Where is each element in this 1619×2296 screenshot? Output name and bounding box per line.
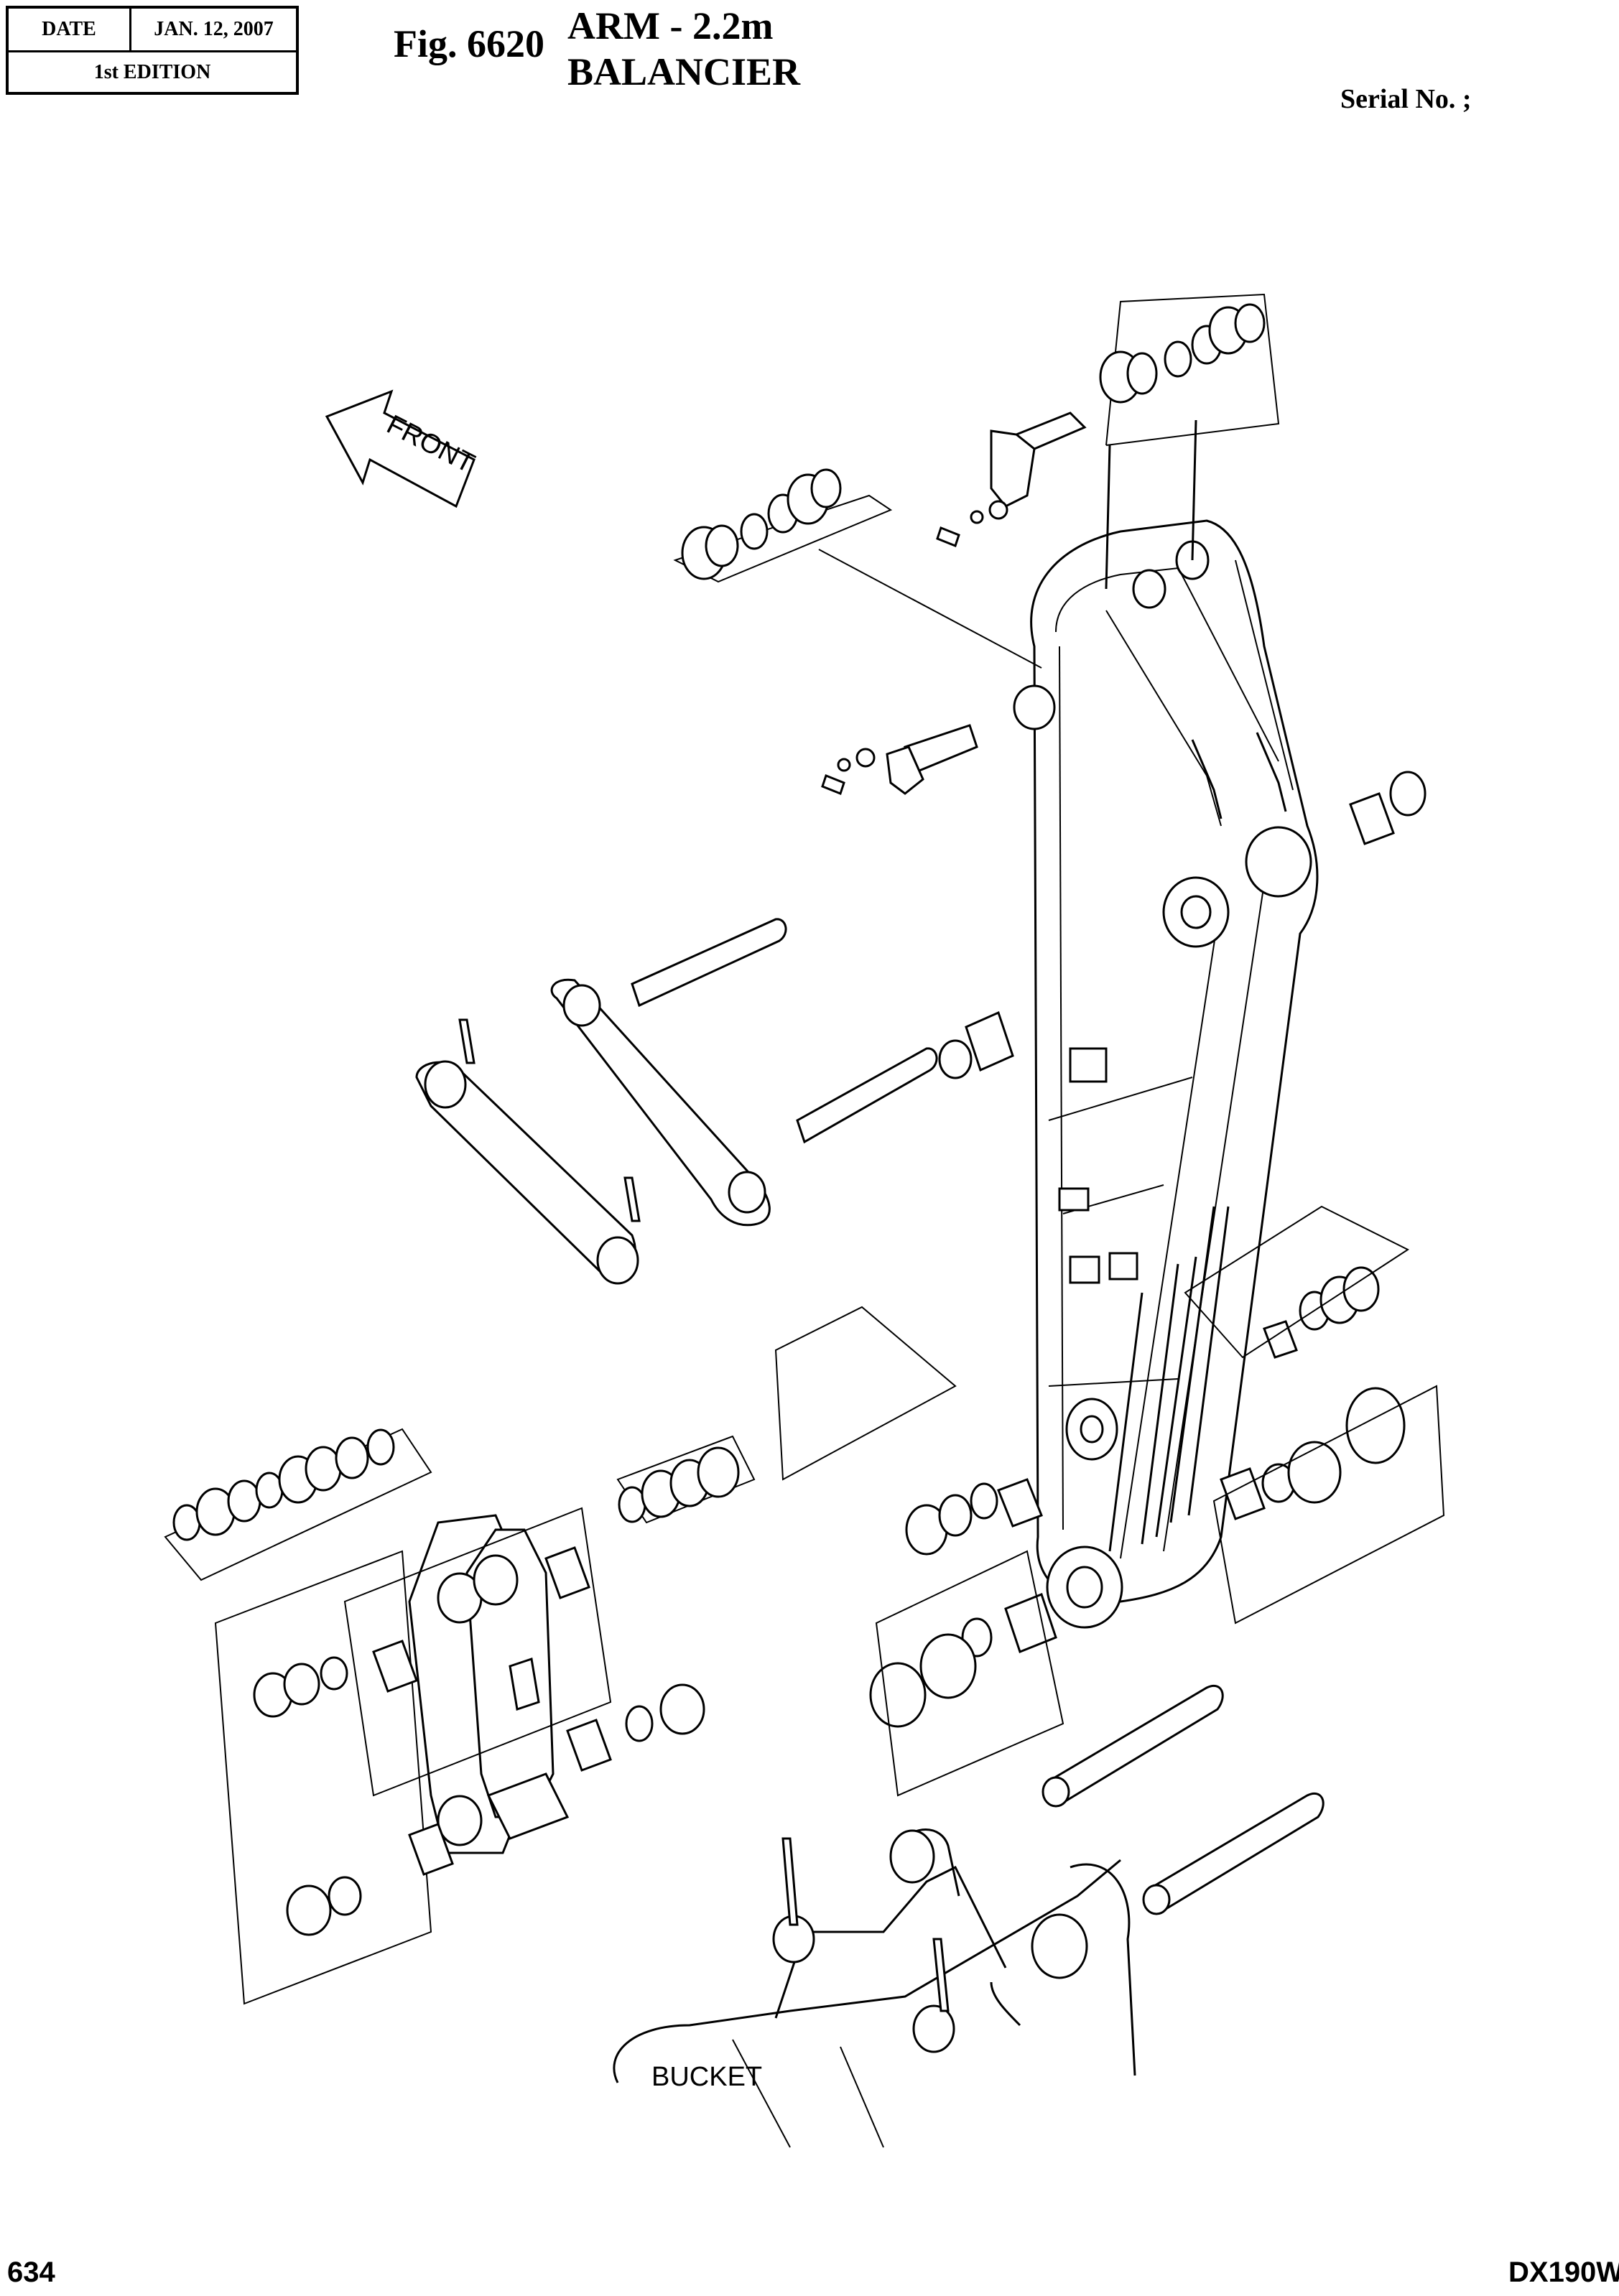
h-link [215,1508,704,2004]
front-arrow: FRONT [327,391,479,506]
edition-label: 1st EDITION [93,60,211,83]
date-value: JAN. 12, 2007 [154,18,274,40]
model-name: DX190W [1508,2257,1619,2288]
left-seal-stack [165,1429,754,1580]
date-label: DATE [9,9,131,50]
date-edition-box: DATE JAN. 12, 2007 1st EDITION [6,6,299,95]
title-line-1: ARM - 2.2m [567,4,774,47]
figure-title: ARM - 2.2m BALANCIER [567,3,800,95]
bucket-cylinder-pin-upper [675,413,1085,794]
arm-links [417,919,1013,1283]
arm-body [1014,521,1317,1627]
figure-number: Fig. 6620 [394,22,544,65]
serial-number-label: Serial No. ; [1340,84,1472,114]
right-bushings [1185,772,1444,1623]
title-line-2: BALANCIER [567,50,801,93]
date-row: DATE JAN. 12, 2007 [9,9,296,52]
edition-row: 1st EDITION [9,52,296,92]
bucket: BUCKET [614,1830,1135,2148]
upper-pin-assembly [1100,294,1279,589]
bucket-pins [1043,1686,1323,1914]
page-number: 634 [7,2257,55,2288]
bucket-label: BUCKET [651,2062,762,2092]
front-label: FRONT [382,409,480,479]
center-lower-bushings [776,1307,1063,1795]
